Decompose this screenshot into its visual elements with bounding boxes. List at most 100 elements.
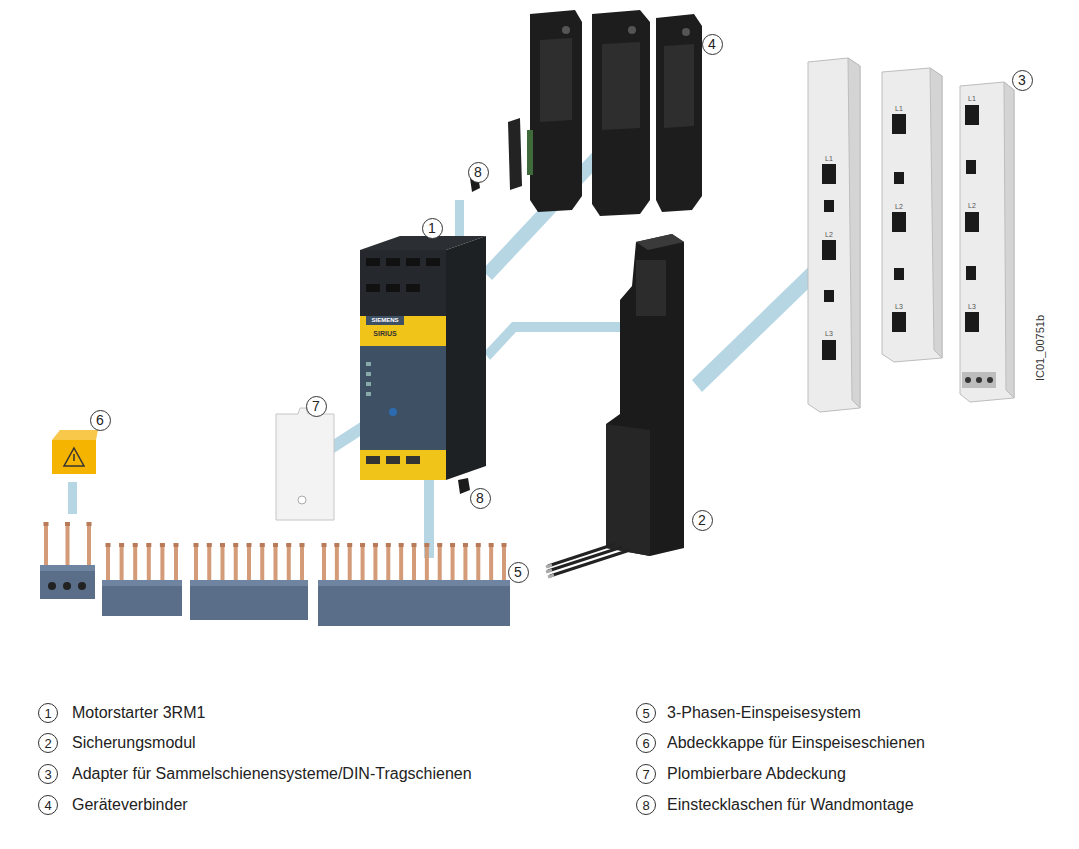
- feeder-busbar: [63, 582, 71, 590]
- motor-starter: [360, 250, 446, 480]
- callout-number: 5: [514, 565, 522, 579]
- feeder-busbar: [247, 543, 251, 584]
- phase-label: L3: [968, 303, 976, 310]
- feeder-busbar: [234, 543, 238, 584]
- feeder-busbar: [476, 543, 481, 547]
- fuse-module: [548, 544, 615, 566]
- callout-circle: 8: [470, 488, 491, 509]
- legend-entry: Motorstarter 3RM1: [72, 703, 205, 723]
- feeder-busbar: [322, 543, 327, 547]
- callout-number: 2: [44, 737, 51, 750]
- feeder-busbar: [425, 543, 429, 584]
- legend-text: Einstecklaschen für Wandmontage: [667, 796, 914, 813]
- legend-entry: Einstecklaschen für Wandmontage: [667, 795, 914, 815]
- assembly-guide: [455, 200, 464, 236]
- feeder-busbar: [300, 543, 305, 547]
- feeder-busbar: [147, 543, 151, 584]
- feeder-busbar: [386, 543, 390, 584]
- adapter-socket: [894, 172, 904, 184]
- feeder-busbar: [463, 543, 468, 547]
- feeder-busbar: [412, 543, 416, 584]
- feeder-busbar: [133, 543, 137, 584]
- feeder-busbar: [300, 543, 304, 584]
- cover-cap: [64, 448, 84, 466]
- phase-label: L2: [895, 203, 903, 210]
- feeder-busbar: [221, 543, 225, 584]
- feeder-busbar: [174, 543, 178, 584]
- legend-entry: Plombierbare Abdeckung: [667, 764, 846, 784]
- feeder-busbar: [274, 543, 278, 584]
- motor-starter: [366, 382, 371, 386]
- legend-text: 3-Phasen-Einspeisesystem: [667, 704, 861, 721]
- device-connector: [592, 10, 650, 216]
- adapter-socket: [892, 212, 906, 232]
- feeder-busbar: [286, 543, 291, 547]
- cover-cap: [52, 440, 96, 474]
- feeder-busbar: [190, 580, 308, 586]
- assembly-guide: [68, 482, 77, 514]
- device-connector: [562, 26, 570, 34]
- feeder-busbar: [260, 543, 264, 584]
- motor-starter: [426, 258, 440, 266]
- busbar-adapter: [808, 58, 1014, 412]
- feeder-busbar: [233, 543, 238, 547]
- motor-starter: [389, 408, 397, 416]
- feeder-busbar: [120, 543, 124, 584]
- callout-circle: 1: [38, 703, 58, 723]
- feeder-busbar: [66, 522, 70, 569]
- adapter-socket: [976, 377, 982, 383]
- feeder-busbar: [348, 543, 352, 584]
- feeder-busbar: [373, 543, 377, 584]
- feeder-busbar: [335, 543, 339, 584]
- callout-circle: 5: [508, 562, 529, 583]
- motor-starter: [406, 258, 420, 266]
- legend-entry: Abdeckkappe für Einspeiseschienen: [667, 733, 925, 753]
- callout-circle: 6: [90, 410, 111, 431]
- feeder-busbar: [476, 543, 480, 584]
- feeder-busbar: [437, 543, 442, 547]
- feeder-busbar: [190, 580, 308, 620]
- adapter-socket: [966, 160, 976, 174]
- adapter-socket: [822, 240, 836, 260]
- motor-starter: [386, 456, 400, 464]
- feeder-busbar: [194, 543, 198, 584]
- legend-text: Adapter für Sammelschienensysteme/DIN-Tr…: [72, 765, 472, 782]
- motor-starter: [360, 450, 446, 480]
- feeder-busbar: [287, 543, 291, 584]
- busbar-adapter: [960, 82, 1014, 402]
- callout-circle: 1: [422, 218, 443, 239]
- callout-number: 7: [642, 768, 649, 781]
- feeder-busbar: [160, 543, 164, 584]
- callout-circle: 3: [1012, 70, 1033, 91]
- feeder-busbar: [40, 565, 95, 571]
- sealable-cover: [298, 496, 306, 504]
- legend-entry: 3-Phasen-Einspeisesystem: [667, 703, 861, 723]
- feeder-busbar: [502, 543, 507, 547]
- fuse-module: [546, 570, 552, 572]
- adapter-socket: [965, 212, 979, 232]
- cover-cap: [73, 454, 75, 461]
- callout-number: 4: [44, 799, 51, 812]
- busbar-adapter: [808, 58, 860, 412]
- device-connector: [682, 28, 690, 36]
- callout-number: 7: [312, 399, 320, 413]
- device-connector: [540, 38, 572, 122]
- device-connector: [664, 44, 694, 128]
- cover-cap: [52, 430, 98, 440]
- feeder-busbar: [386, 543, 391, 547]
- brand-text: SIEMENS: [371, 317, 398, 323]
- feeder-busbar: [133, 543, 138, 547]
- motor-starter: [366, 284, 380, 292]
- phase-label: L1: [968, 95, 976, 102]
- adapter-socket: [987, 377, 993, 383]
- busbar-adapter: [882, 68, 942, 362]
- legend-entry: Geräteverbinder: [72, 795, 188, 815]
- feeder-busbar: [160, 543, 165, 547]
- callout-circle: 8: [468, 162, 489, 183]
- plug-in-lug: [458, 478, 470, 494]
- fuse-module: [548, 575, 554, 577]
- feeder-busbar: [247, 543, 252, 547]
- feeder-busbar: [334, 543, 339, 547]
